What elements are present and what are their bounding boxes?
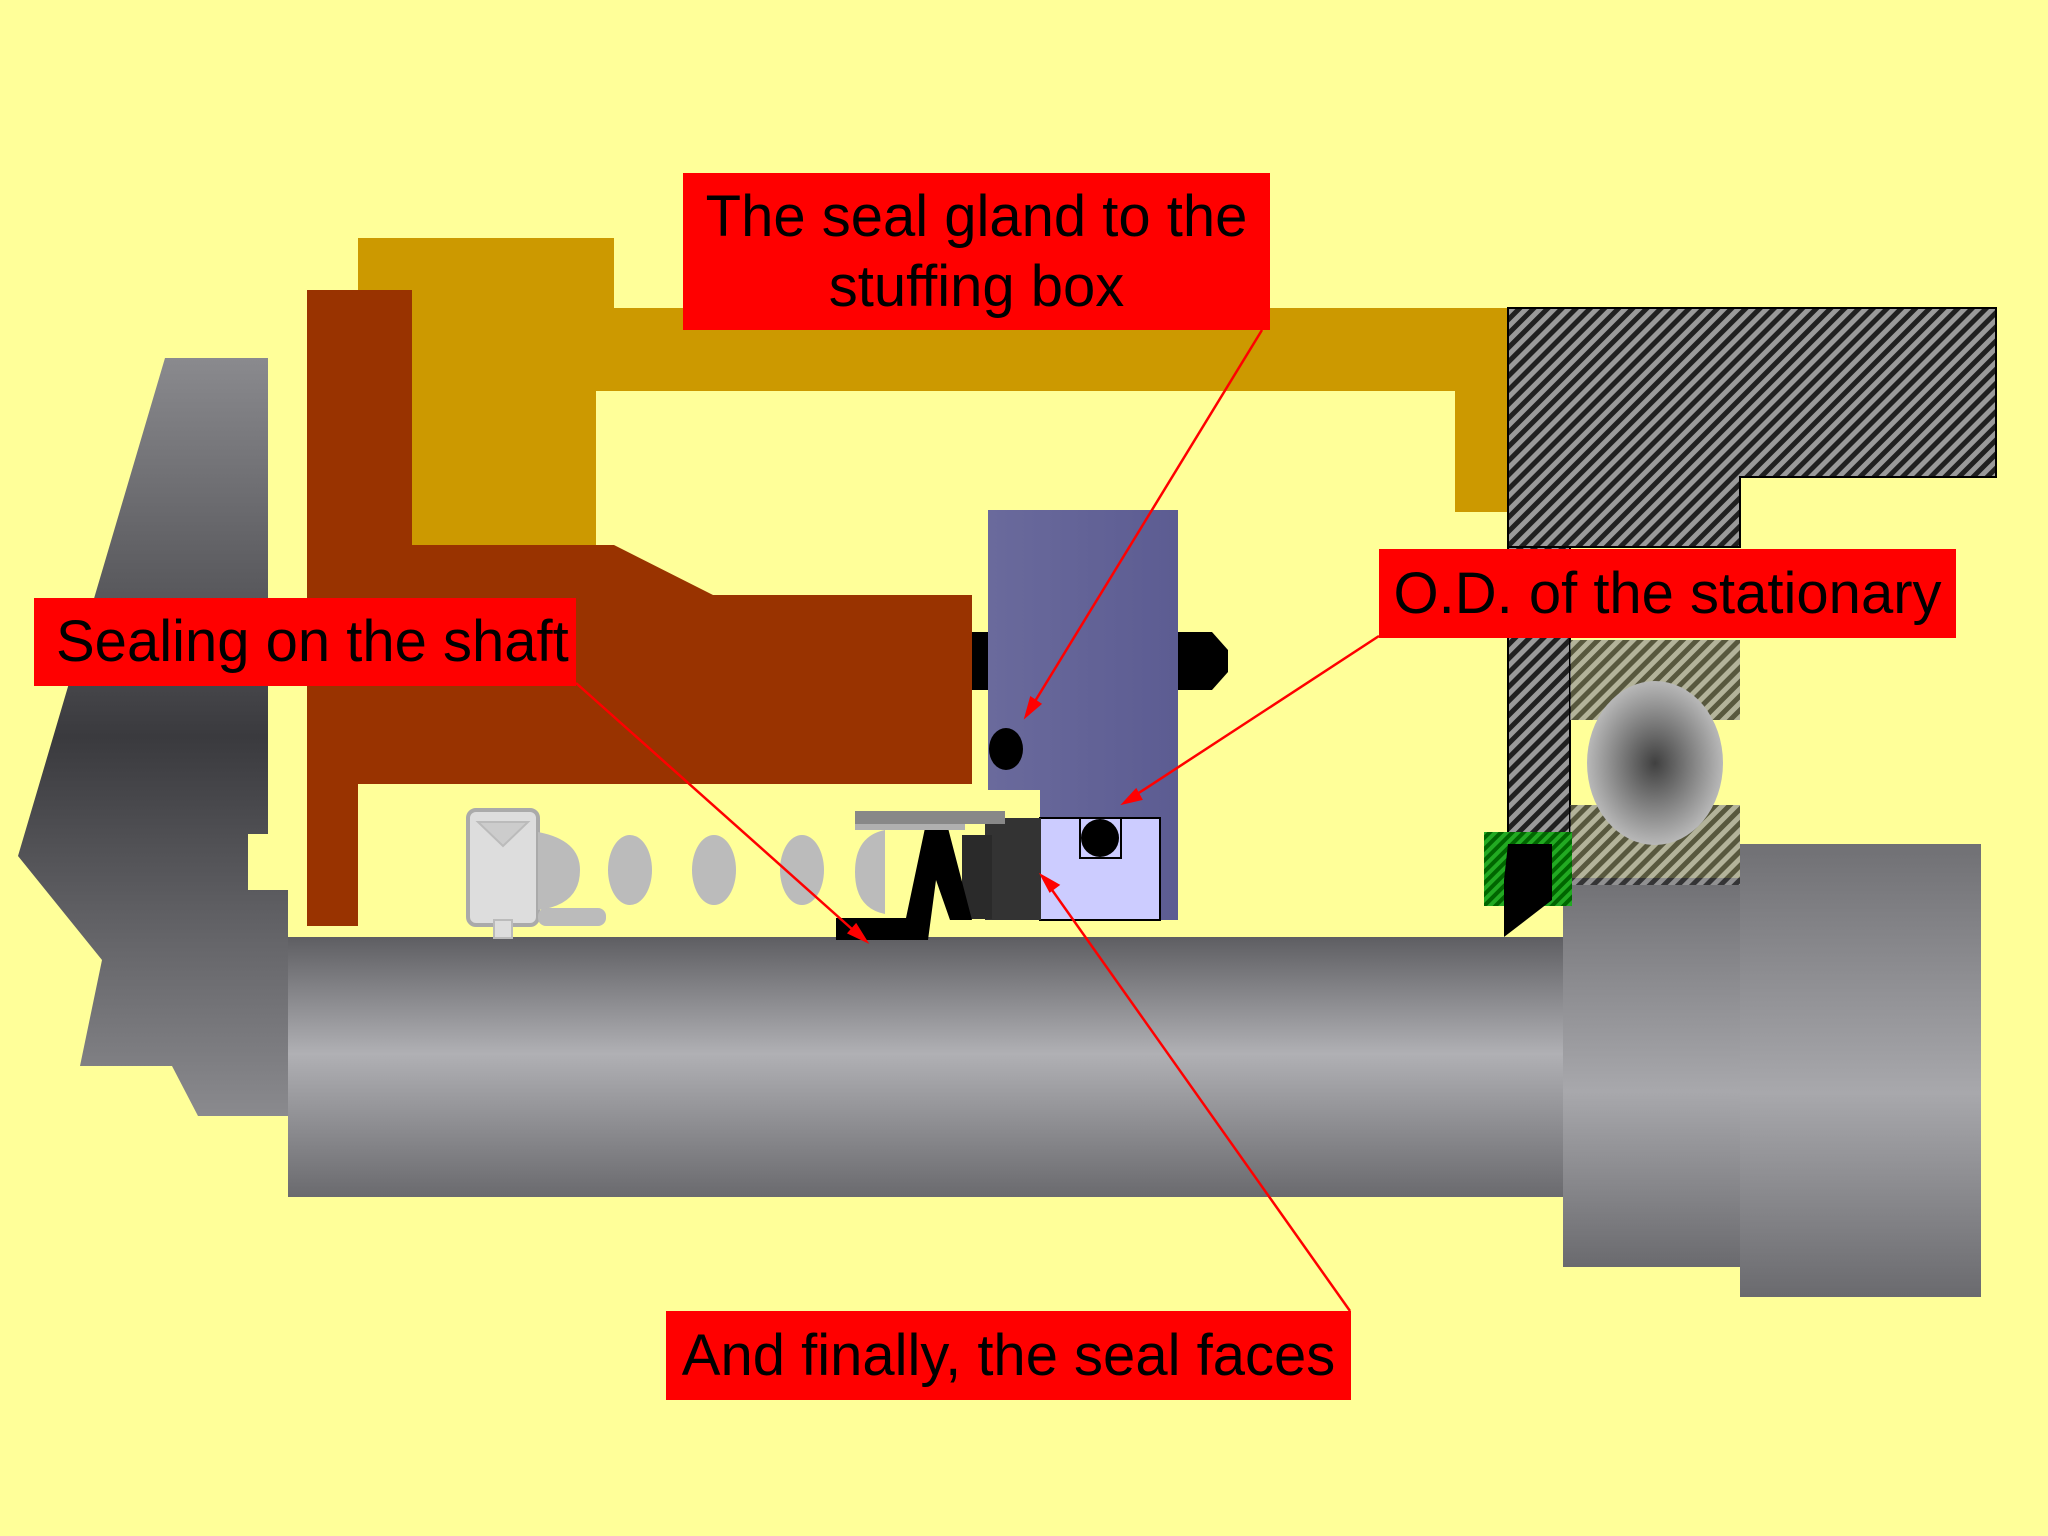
- spring-holder-marker: [475, 821, 531, 848]
- pump-housing: [18, 358, 288, 1116]
- leader-gland: [1024, 329, 1264, 717]
- spring-coil-2: [608, 835, 652, 905]
- leader-shaft: [575, 682, 863, 939]
- housing-notch: [248, 834, 288, 890]
- spring-coil-4: [780, 835, 824, 905]
- callout-seal-faces: And finally, the seal faces: [666, 1311, 1351, 1400]
- stationary-o-ring: [1081, 819, 1119, 857]
- spring-holder-pin: [493, 919, 513, 939]
- shaft: [288, 937, 1568, 1197]
- gland-o-ring: [989, 728, 1023, 770]
- spring-holder-base: [538, 908, 606, 926]
- spring-coil-5: [855, 830, 885, 914]
- gasket-seat: [1504, 844, 1552, 937]
- leader-faces: [1043, 879, 1352, 1312]
- pump-casing: [1507, 307, 1997, 548]
- callout-od-stationary: O.D. of the stationary: [1379, 549, 1956, 638]
- leader-faces-arrowhead: [1038, 872, 1061, 893]
- leader-od-arrowhead: [1120, 787, 1143, 806]
- spring-coil-1: [538, 832, 580, 910]
- retainer-plate-edge: [855, 824, 965, 830]
- callout-seal-gland: The seal gland to the stuffing box: [683, 173, 1270, 330]
- callout-sealing-shaft: Sealing on the shaft: [34, 598, 576, 686]
- bearing-ball: [1587, 681, 1723, 845]
- spring-coil-3: [692, 835, 736, 905]
- leader-od: [1127, 634, 1380, 802]
- drive-bellows: [836, 828, 972, 940]
- rotating-face: [985, 818, 1041, 920]
- leader-shaft-arrowhead: [846, 922, 870, 944]
- leader-gland-arrowhead: [1023, 696, 1043, 720]
- seal-gland: [307, 290, 972, 926]
- shaft-collar: [1740, 844, 1981, 1297]
- shaft-sleeve: [1563, 878, 1743, 1267]
- retainer-plate: [855, 811, 1005, 824]
